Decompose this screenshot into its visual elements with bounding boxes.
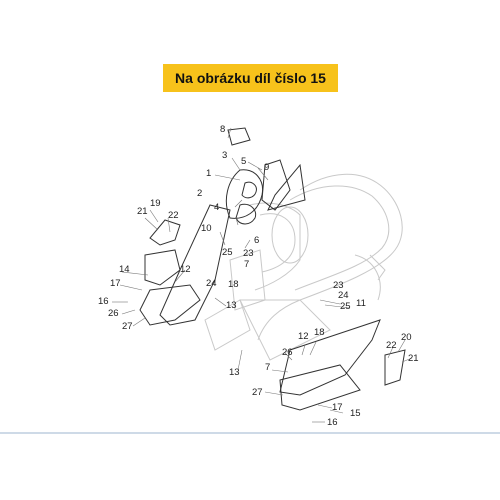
callout-18: 18 bbox=[314, 327, 325, 338]
callout-8: 8 bbox=[220, 124, 225, 135]
callout-27: 27 bbox=[122, 321, 133, 332]
callout-12: 12 bbox=[180, 264, 191, 275]
callout-1: 1 bbox=[206, 168, 211, 179]
callout-11: 11 bbox=[356, 298, 366, 309]
front-shield-part bbox=[225, 127, 306, 225]
callout-5: 5 bbox=[241, 156, 246, 167]
callout-26: 26 bbox=[282, 347, 293, 358]
callout-13: 13 bbox=[226, 300, 237, 311]
callout-25: 25 bbox=[340, 301, 351, 312]
callout-24: 24 bbox=[206, 278, 217, 289]
part-number-banner: Na obrázku díl číslo 15 bbox=[163, 64, 338, 92]
callout-6: 6 bbox=[254, 235, 259, 246]
leader-lines bbox=[112, 127, 413, 423]
callout-16: 16 bbox=[98, 296, 109, 307]
callout-23: 23 bbox=[333, 280, 344, 291]
callout-24: 24 bbox=[338, 290, 349, 301]
callout-17: 17 bbox=[332, 402, 343, 413]
callout-2: 2 bbox=[197, 188, 202, 199]
callout-13: 13 bbox=[229, 367, 240, 378]
callout-23: 23 bbox=[243, 248, 254, 259]
callout-22: 22 bbox=[386, 340, 397, 351]
callout-19: 19 bbox=[150, 198, 161, 209]
callout-26: 26 bbox=[108, 308, 119, 319]
callout-12: 12 bbox=[298, 331, 309, 342]
callout-14: 14 bbox=[119, 264, 130, 275]
callout-25: 25 bbox=[222, 247, 233, 258]
callout-labels: 8 3 5 9 1 2 4 10 6 25 23 7 19 21 22 14 1… bbox=[98, 124, 419, 428]
callout-4: 4 bbox=[214, 202, 219, 213]
callout-22: 22 bbox=[168, 210, 179, 221]
callout-9: 9 bbox=[264, 162, 269, 173]
callout-16: 16 bbox=[327, 417, 338, 428]
callout-7: 7 bbox=[244, 259, 249, 270]
left-side-panel-part bbox=[139, 204, 231, 326]
scooter-frame-outline bbox=[204, 173, 403, 361]
callout-10: 10 bbox=[201, 223, 212, 234]
callout-27: 27 bbox=[252, 387, 263, 398]
callout-21: 21 bbox=[408, 353, 419, 364]
callout-18: 18 bbox=[228, 279, 239, 290]
callout-17: 17 bbox=[110, 278, 121, 289]
callout-7: 7 bbox=[265, 362, 270, 373]
callout-20: 20 bbox=[401, 332, 412, 343]
callout-21: 21 bbox=[137, 206, 148, 217]
callout-15: 15 bbox=[350, 408, 361, 419]
callout-3: 3 bbox=[222, 150, 227, 161]
